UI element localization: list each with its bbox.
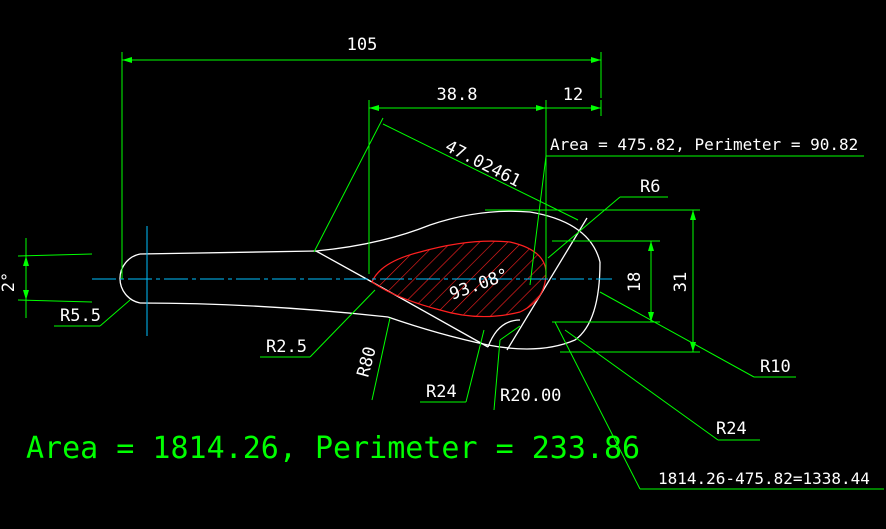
handle-bottom-edge (139, 302, 389, 318)
dim-105: 105 (347, 35, 378, 55)
upper-bowl-curve (315, 210, 601, 263)
radius-r24-right: R24 (716, 419, 747, 439)
lower-bowl-curve (387, 261, 601, 350)
inner-area-note: Area = 475.82, Perimeter = 90.82 (550, 135, 858, 154)
difference-note: 1814.26-475.82=1338.44 (658, 469, 870, 488)
radius-r2-5: R2.5 (266, 337, 307, 357)
dim-31: 31 (671, 272, 691, 292)
handle-top-edge (139, 250, 317, 255)
radius-r6: R6 (640, 177, 660, 197)
tangent-line-top (506, 217, 588, 351)
radius-r10: R10 (760, 357, 791, 377)
radius-r20: R20.00 (500, 386, 561, 406)
dim-38-8: 38.8 (437, 85, 478, 105)
small-arc-r20 (487, 319, 521, 348)
area-notes: Area = 475.82, Perimeter = 90.82 Area = … (26, 135, 870, 488)
dim-47-02461: 47.02461 (442, 137, 524, 192)
dimension-labels: 105 38.8 12 47.02461 18 31 2° 93.08° (0, 35, 691, 305)
total-area-note: Area = 1814.26, Perimeter = 233.86 (26, 431, 640, 466)
centerline-group (92, 226, 612, 336)
arrowheads (23, 57, 696, 352)
radius-labels: R5.5 R6 R2.5 R80 R24 R20.00 R10 R24 (60, 177, 791, 439)
radius-r80: R80 (354, 344, 381, 379)
dim-angle-2: 2° (0, 272, 19, 292)
radius-r5-5: R5.5 (60, 306, 101, 326)
dim-12: 12 (563, 85, 583, 105)
radius-r24-left: R24 (426, 382, 457, 402)
dim-18: 18 (625, 272, 645, 292)
dimension-lines (17, 52, 884, 490)
inner-neck-upper (315, 250, 373, 283)
